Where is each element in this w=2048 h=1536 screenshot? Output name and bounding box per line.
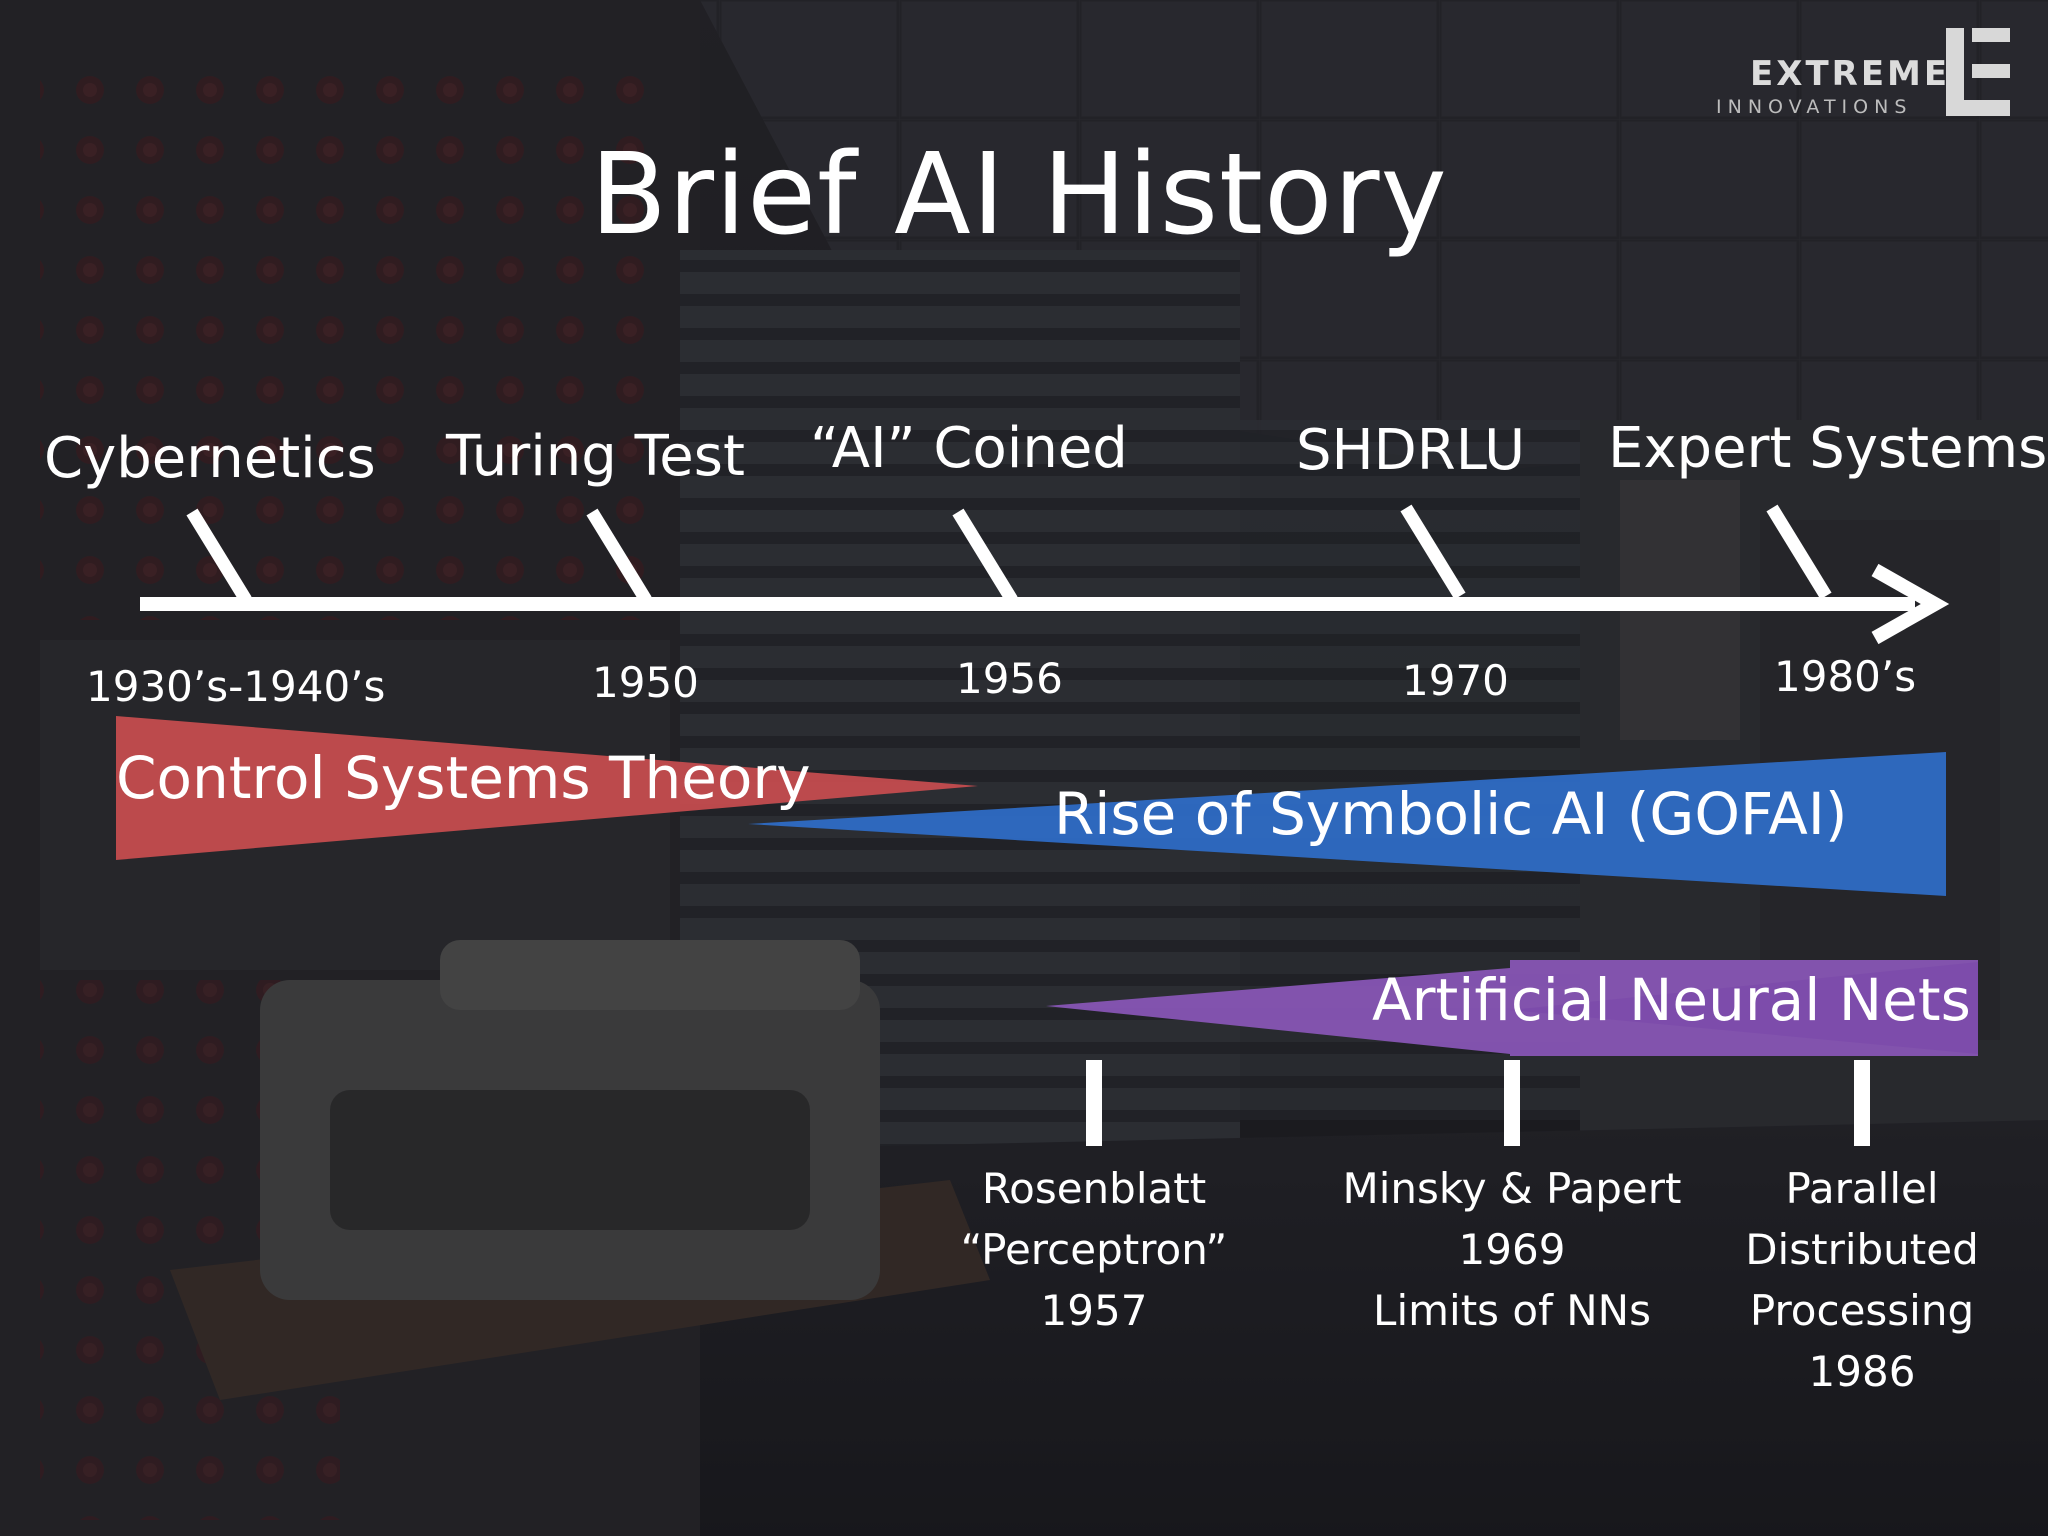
event-label-turing-test: Turing Test <box>446 424 745 489</box>
control-systems-wedge <box>116 716 978 860</box>
symbolic-ai-wedge <box>748 752 1946 896</box>
milestone-pdp: Parallel Distributed Processing 1986 <box>1712 1158 2012 1402</box>
milestone-minsky-papert: Minsky & Papert 1969 Limits of NNs <box>1322 1158 1702 1341</box>
event-label-expert-systems: Expert Systems <box>1608 416 2048 481</box>
event-label-ai-coined: “AI” Coined <box>810 416 1128 481</box>
tick-ai-coined <box>952 508 1018 604</box>
timeline-arrowhead <box>1871 563 1950 645</box>
milestone-minsky-papert-line1: Minsky & Papert <box>1342 1164 1682 1213</box>
event-year-ai-coined: 1956 <box>956 654 1063 703</box>
control-systems-label: Control Systems Theory <box>116 744 811 812</box>
milestone-minsky-papert-line3: Limits of NNs <box>1373 1286 1651 1335</box>
logo-name: EXTREME <box>1750 54 1951 94</box>
milestone-pdp-line1: Parallel <box>1785 1164 1939 1213</box>
event-year-shdrlu: 1970 <box>1402 656 1509 705</box>
marker-rosenblatt <box>1086 1060 1102 1146</box>
milestone-rosenblatt-line2: “Perceptron” <box>960 1225 1228 1274</box>
slide-title: Brief AI History <box>590 130 1448 260</box>
event-label-shdrlu: SHDRLU <box>1296 418 1526 483</box>
milestone-rosenblatt-line3: 1957 <box>1040 1286 1148 1335</box>
event-year-turing-test: 1950 <box>592 658 699 707</box>
milestone-rosenblatt: Rosenblatt “Perceptron” 1957 <box>924 1158 1264 1341</box>
milestone-minsky-papert-line2: 1969 <box>1458 1225 1566 1274</box>
tick-shdrlu <box>1400 504 1466 600</box>
milestone-pdp-line2: Distributed <box>1745 1225 1979 1274</box>
event-year-expert-systems: 1980’s <box>1774 652 1917 701</box>
neural-nets-label: Artificial Neural Nets <box>1372 966 1971 1034</box>
logo-icon <box>1946 28 2010 116</box>
tick-turing-test <box>586 508 652 604</box>
marker-minsky-papert <box>1504 1060 1520 1146</box>
neural-nets-wedge-3 <box>1510 962 1978 1054</box>
tick-cybernetics <box>186 508 252 604</box>
milestone-pdp-line4: 1986 <box>1808 1347 1916 1396</box>
logo-subname: INNOVATIONS <box>1716 96 1913 118</box>
event-year-cybernetics: 1930’s-1940’s <box>86 662 386 711</box>
milestone-pdp-line3: Processing <box>1749 1286 1975 1335</box>
tick-expert-systems <box>1766 504 1832 600</box>
neural-nets-wedge-1 <box>1046 968 1510 1054</box>
marker-pdp <box>1854 1060 1870 1146</box>
symbolic-ai-label: Rise of Symbolic AI (GOFAI) <box>1054 780 1848 848</box>
milestone-rosenblatt-line1: Rosenblatt <box>981 1164 1207 1213</box>
event-label-cybernetics: Cybernetics <box>44 426 376 491</box>
